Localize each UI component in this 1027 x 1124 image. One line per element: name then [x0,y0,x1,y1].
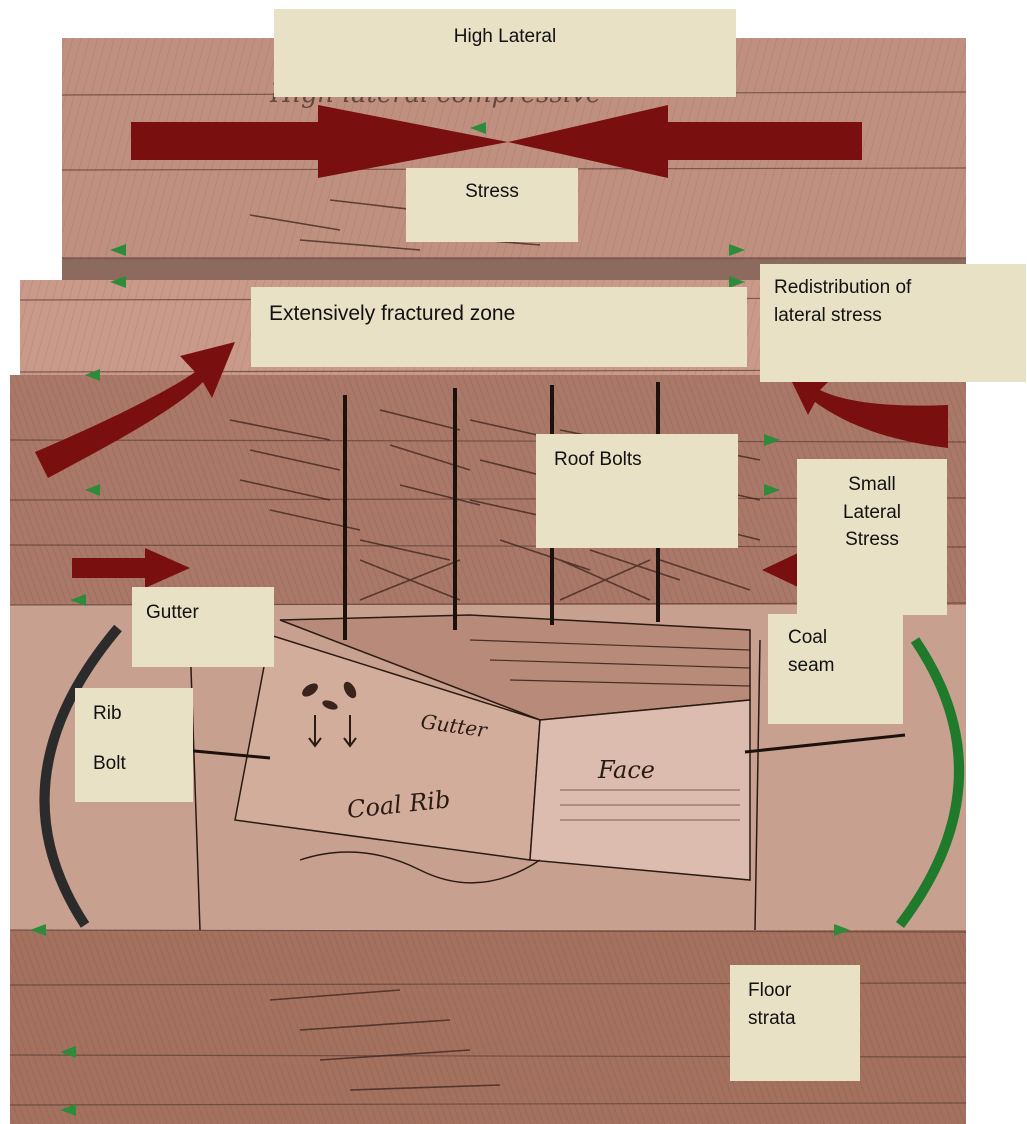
label-coal-seam: Coal seam [768,614,903,724]
label-stress: Stress [406,168,578,242]
label-redistribution: Redistribution of lateral stress [760,264,1026,382]
label-rib-bolt: Rib Bolt [75,688,193,802]
label-gutter: Gutter [132,587,274,667]
label-small-lateral-stress: Small Lateral Stress [797,459,947,615]
label-floor-strata: Floor strata [730,965,860,1081]
label-fractured-zone: Extensively fractured zone [251,287,747,367]
label-roof-bolts: Roof Bolts [536,434,738,548]
label-high-lateral: High Lateral [274,9,736,97]
sketch-face-text: Face [597,756,655,784]
